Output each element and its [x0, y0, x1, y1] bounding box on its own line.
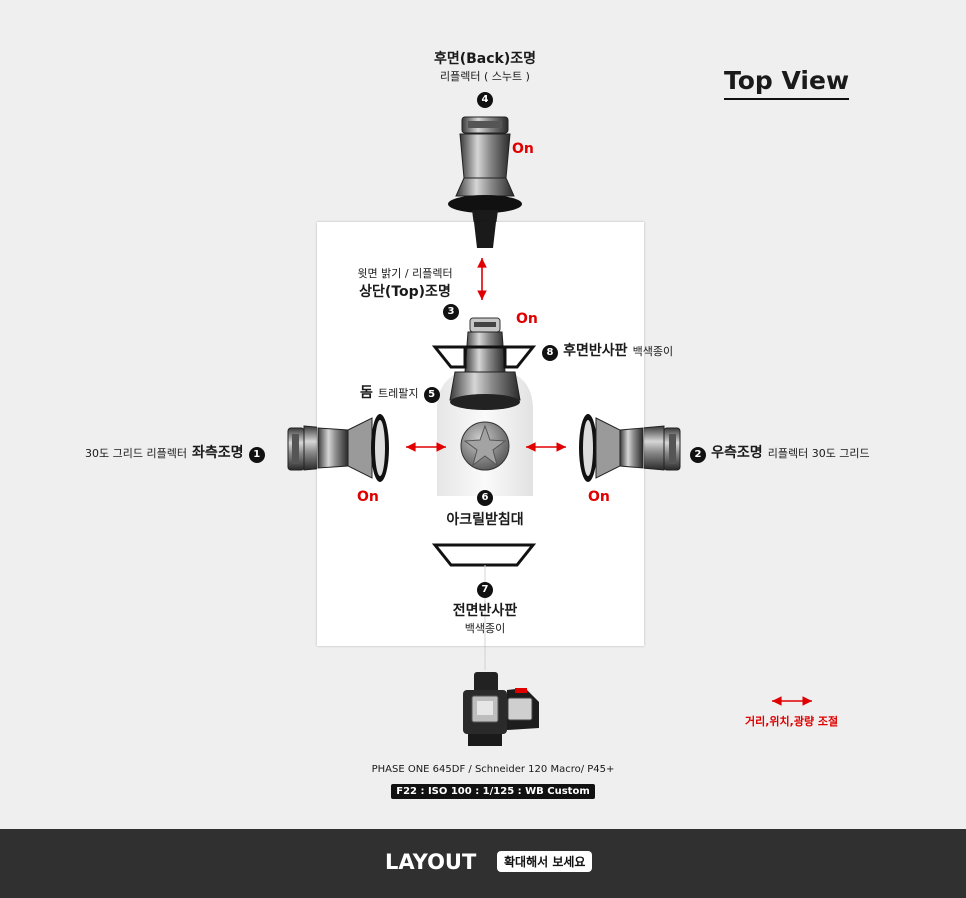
top-light-status: On: [516, 311, 538, 327]
dome-subtitle: 트레팔지: [377, 387, 419, 400]
back-reflector-subtitle: 백색종이: [632, 345, 674, 358]
left-light-label: 30도 그리드 리플렉터 좌측조명 1: [85, 442, 265, 463]
left-light-number: 1: [248, 447, 265, 463]
back-light-title: 후면(Back)조명: [433, 51, 537, 67]
zoom-hint-badge: 확대해서 보세요: [497, 851, 593, 872]
back-light-subtitle: 리플렉터 ( 스누트 ): [440, 70, 530, 83]
adjust-legend: 거리,위치,광량 조절: [745, 715, 839, 728]
back-light-label: 후면(Back)조명 리플렉터 ( 스누트 ) 4: [385, 48, 585, 108]
back-light-nozzle: [474, 222, 496, 248]
back-light-number: 4: [477, 92, 493, 108]
camera-label: PHASE ONE 645DF / Schneider 120 Macro/ P…: [343, 764, 643, 799]
back-reflector-number: 8: [542, 345, 558, 361]
front-reflector-number: 7: [477, 582, 493, 598]
stand-title: 아크릴받침대: [446, 512, 524, 528]
top-light-number: 3: [443, 304, 459, 320]
right-light-suffix: 리플렉터 30도 그리드: [767, 447, 870, 460]
right-light-head: [579, 414, 644, 482]
top-light-label: 윗면 밝기 / 리플렉터 상단(Top)조명: [335, 265, 475, 301]
footer-bar: [0, 829, 966, 898]
page-title: Top View: [724, 66, 850, 100]
stand-label: 6 아크릴받침대: [420, 485, 550, 529]
back-light-status: On: [512, 141, 534, 157]
left-light-head: [317, 414, 389, 482]
top-light-subtitle: 윗면 밝기 / 리플렉터: [357, 267, 453, 280]
acrylic-stand-shape: [460, 421, 510, 471]
dome-title: 돔: [360, 385, 373, 401]
left-light-prefix: 30도 그리드 리플렉터: [85, 447, 187, 460]
left-light-title: 좌측조명: [192, 445, 244, 461]
dome-number: 5: [423, 387, 440, 403]
camera-icon: [463, 672, 539, 746]
right-light-label: 2 우측조명 리플렉터 30도 그리드: [690, 442, 870, 463]
front-reflector-subtitle: 백색종이: [464, 622, 506, 635]
stand-number: 6: [477, 490, 493, 506]
back-reflector-label: 8 후면반사판 백색종이: [542, 340, 673, 361]
camera-settings: F22 : ISO 100 : 1/125 : WB Custom: [391, 784, 595, 799]
layout-label: LAYOUT: [385, 850, 477, 874]
front-reflector-shape: [431, 543, 537, 567]
dome-label: 돔 트레팔지 5: [360, 382, 440, 403]
left-light-status: On: [357, 489, 379, 505]
back-reflector-title: 후면반사판: [563, 343, 628, 359]
right-light-number: 2: [690, 447, 706, 463]
front-reflector-label: 7 전면반사판 백색종이: [420, 577, 550, 636]
stage-adjust-arrows: [406, 258, 566, 452]
camera-model: PHASE ONE 645DF / Schneider 120 Macro/ P…: [371, 764, 615, 775]
front-reflector-title: 전면반사판: [452, 603, 518, 619]
right-light-status: On: [588, 489, 610, 505]
back-light-icon: [448, 116, 522, 248]
top-light-title: 상단(Top)조명: [359, 284, 451, 300]
right-light-title: 우측조명: [711, 445, 763, 461]
top-light-shape: [449, 317, 521, 410]
